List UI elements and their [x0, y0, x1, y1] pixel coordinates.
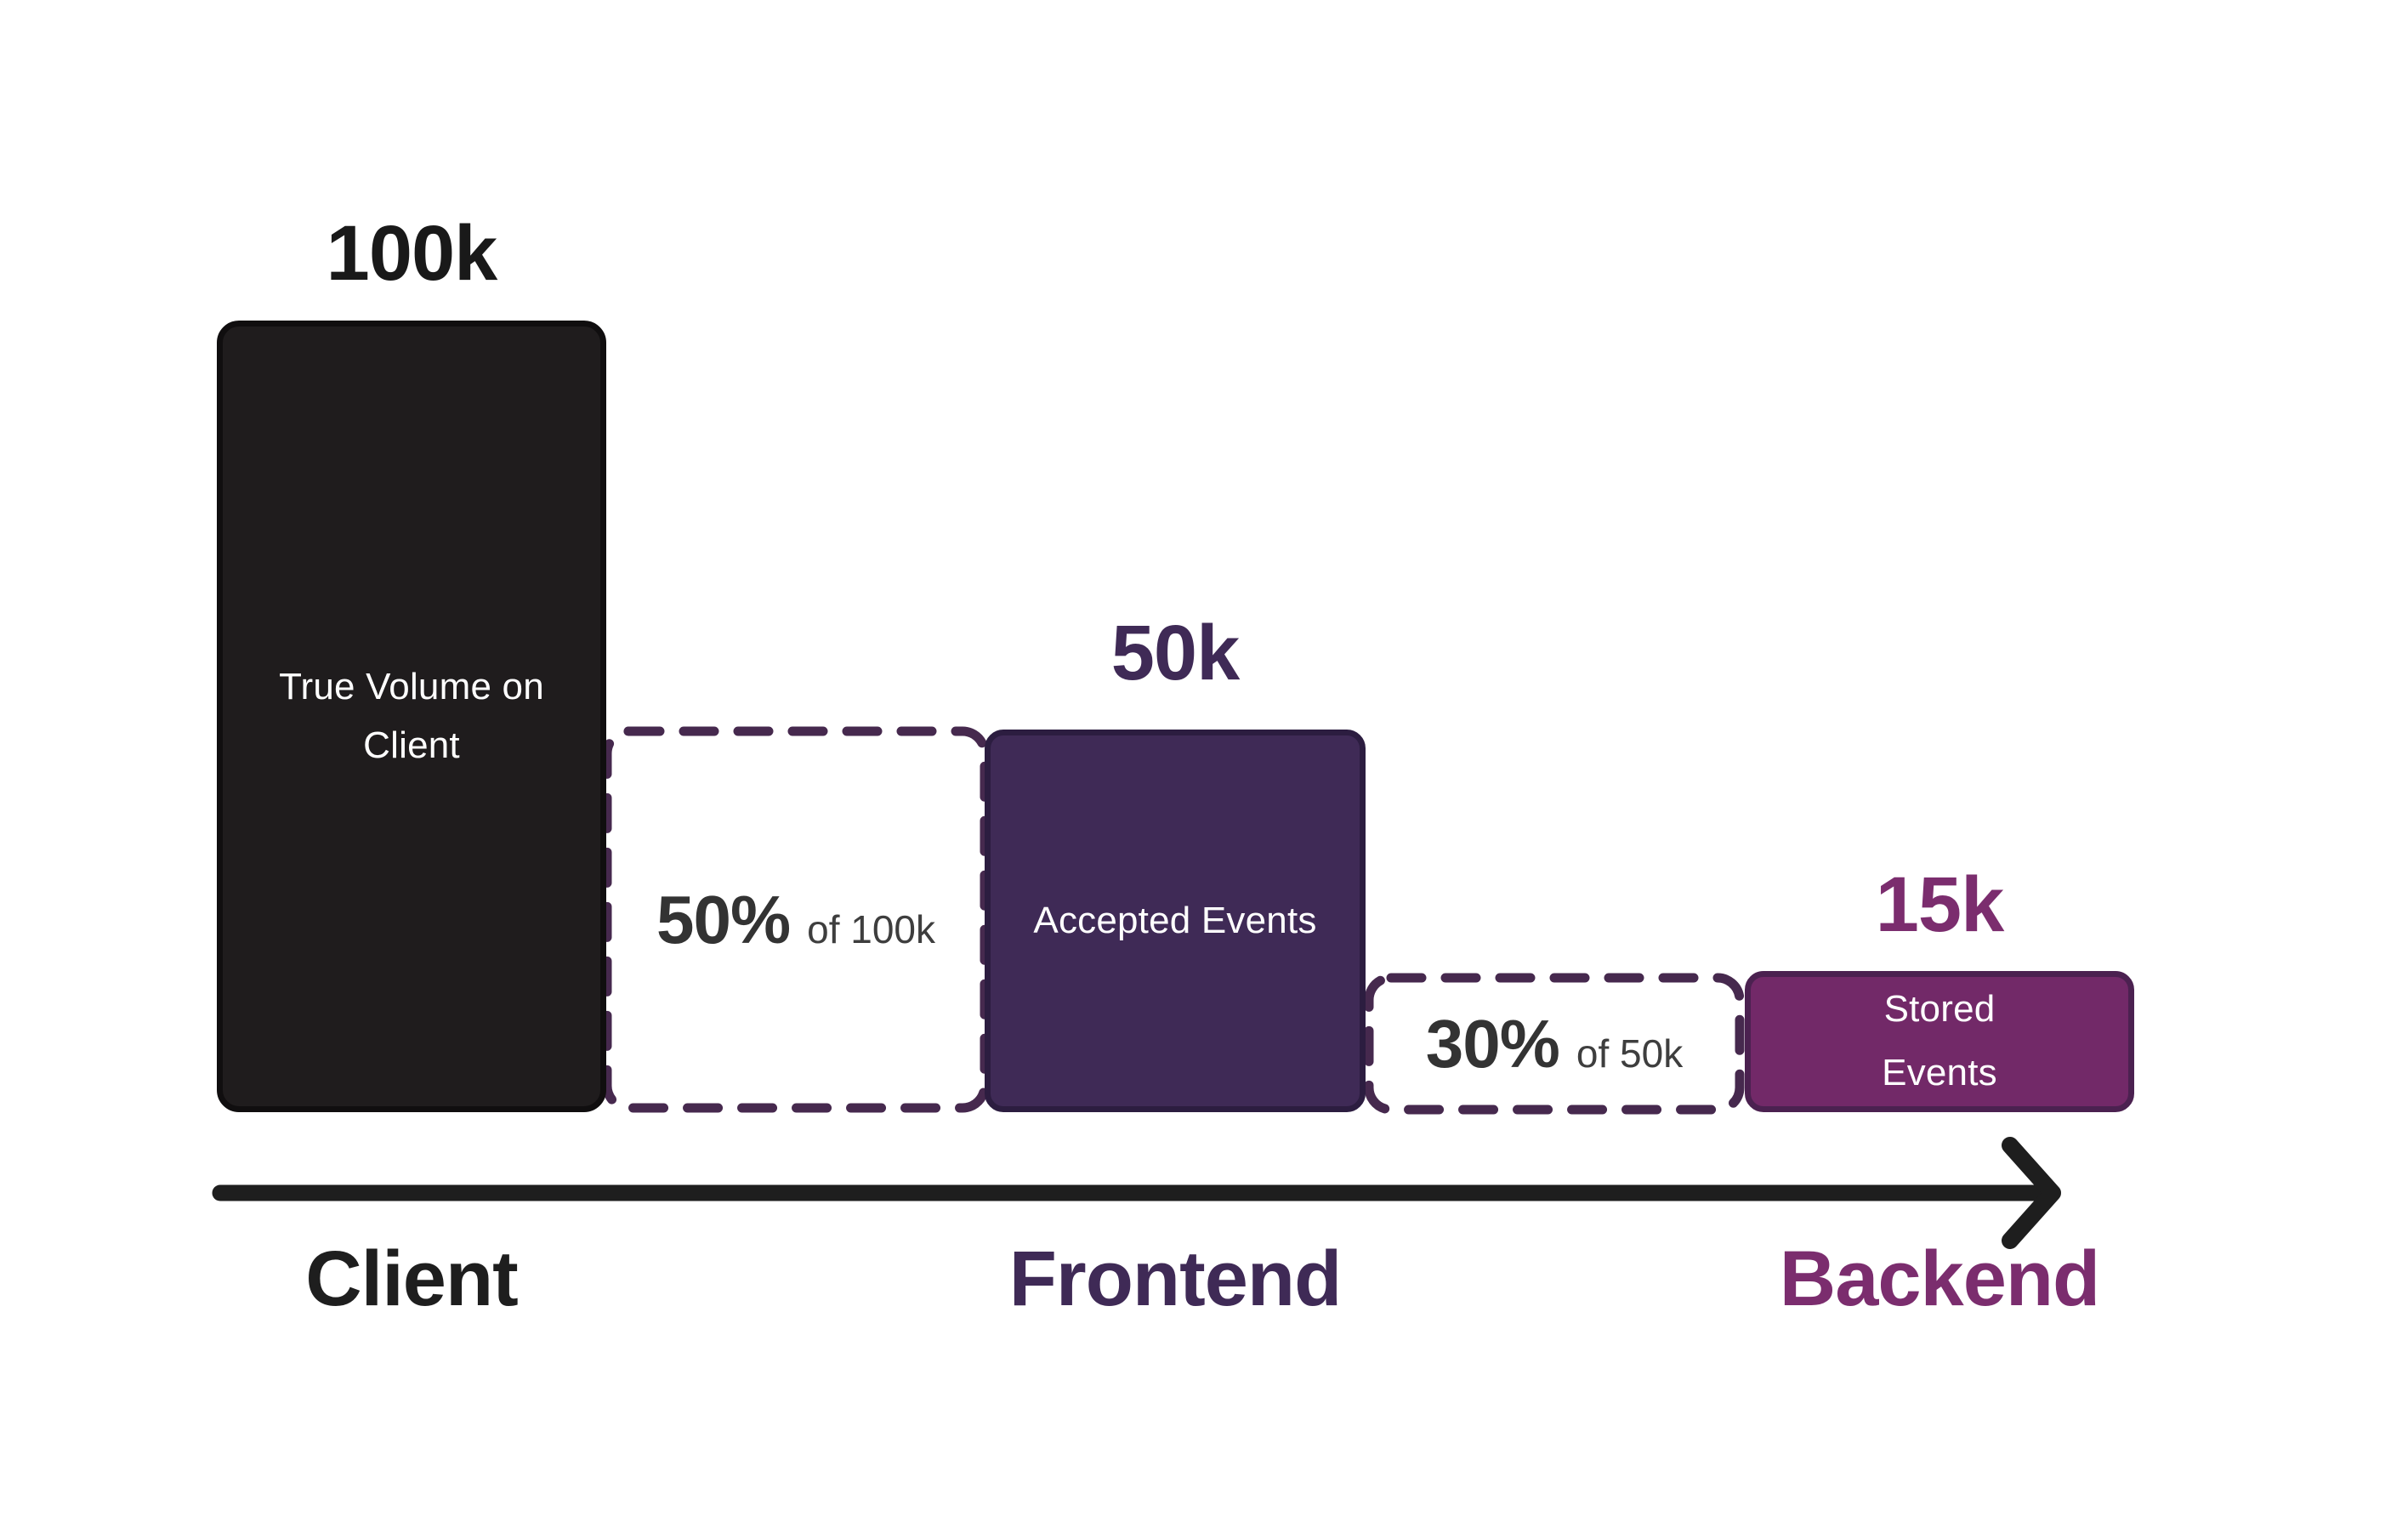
frontend-value-label: 50k [1110, 610, 1241, 696]
stored-events-bar: Stored Events [1745, 971, 2134, 1112]
drop-50pct-basis: of 100k [807, 906, 936, 951]
backend-value-label: 15k [1875, 861, 2005, 948]
client-volume-bar: True Volume on Client [217, 321, 606, 1112]
drop-30pct-value: 30% [1425, 1005, 1560, 1082]
drop-30pct-text: 30% of 50k [1426, 1005, 1683, 1083]
client-bar-label: True Volume on Client [279, 666, 544, 766]
drop-50pct-value: 50% [656, 881, 791, 957]
client-value-label: 100k [326, 210, 498, 297]
arrowhead-icon [2002, 1137, 2061, 1249]
drop-50pct-text: 50% of 100k [656, 881, 935, 959]
accepted-events-bar-label: Accepted Events [1033, 899, 1317, 941]
drop-50pct-box: 50% of 100k [607, 731, 985, 1108]
axis-label-backend: Backend [1779, 1235, 2101, 1322]
accepted-events-bar: Accepted Events [985, 730, 1366, 1112]
axis-label-frontend: Frontend [1008, 1235, 1343, 1322]
drop-30pct-basis: of 50k [1576, 1031, 1684, 1076]
drop-30pct-box: 30% of 50k [1369, 978, 1740, 1110]
stored-events-bar-label: Stored Events [1882, 988, 1997, 1093]
axis-label-client: Client [305, 1235, 519, 1322]
